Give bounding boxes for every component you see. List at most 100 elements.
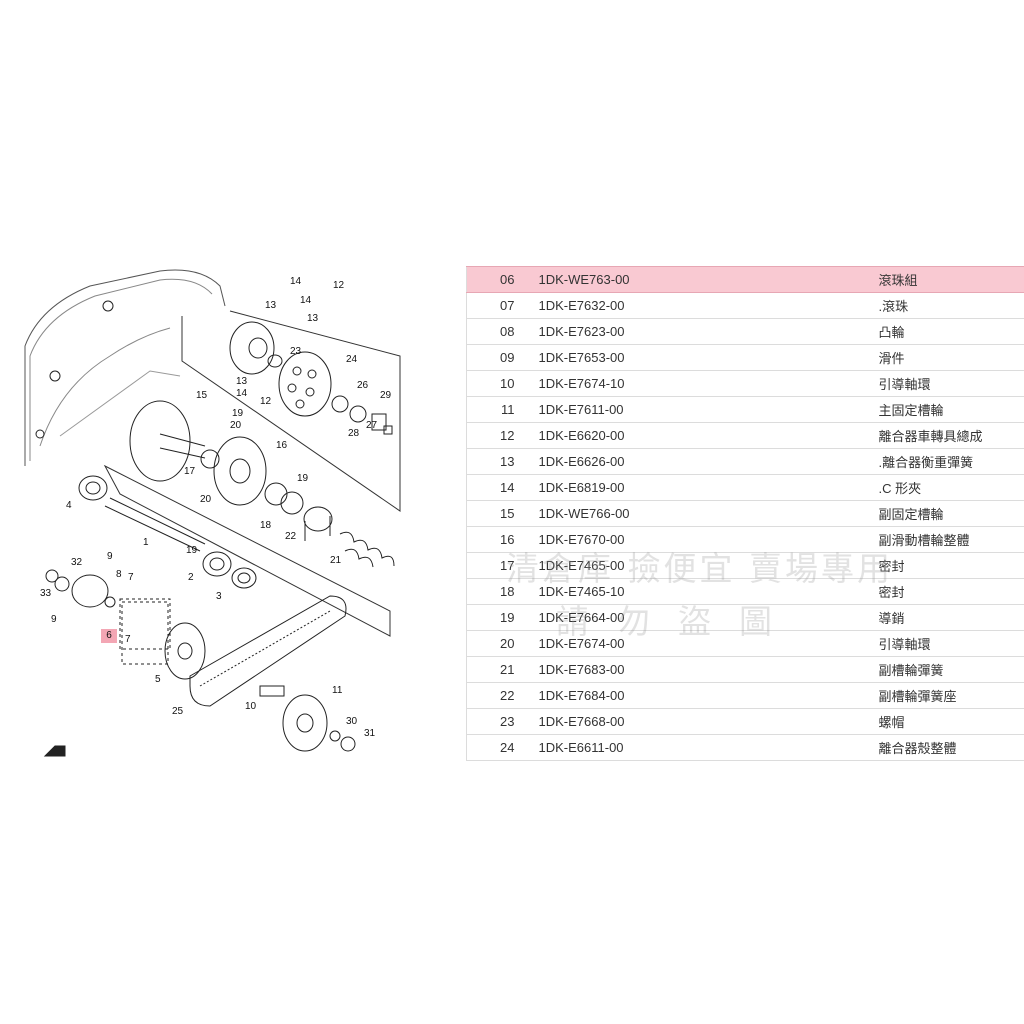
part-row-number: 23 — [466, 708, 527, 735]
part-row-number: 21 — [466, 656, 527, 683]
callout-number[interactable]: 7 — [125, 634, 131, 645]
part-number: 1DK-E6626-00 — [526, 448, 871, 475]
callout-number[interactable]: 19 — [186, 545, 198, 556]
callout-number[interactable]: 28 — [348, 428, 360, 439]
callout-number[interactable]: 33 — [40, 588, 52, 599]
part-number: 1DK-E7674-00 — [526, 630, 871, 657]
part-name: .滾珠 — [870, 292, 1024, 319]
callout-number[interactable]: 14 — [236, 388, 248, 399]
callout-number[interactable]: 20 — [230, 420, 242, 431]
callout-number[interactable]: 12 — [260, 396, 272, 407]
callout-number[interactable]: 13 — [265, 300, 277, 311]
callout-number[interactable]: 13 — [307, 313, 319, 324]
part-row-number: 06 — [466, 266, 527, 293]
part-row-number: 08 — [466, 318, 527, 345]
callout-number[interactable]: 9 — [107, 551, 113, 562]
part-row-number: 11 — [466, 396, 527, 423]
part-name: 副固定槽輪 — [870, 500, 1024, 527]
callout-number[interactable]: 14 — [290, 276, 302, 287]
callout-number[interactable]: 8 — [116, 569, 122, 580]
part-row-number: 18 — [466, 578, 527, 605]
part-number: 1DK-E7611-00 — [526, 396, 871, 423]
callout-number[interactable]: 23 — [290, 346, 302, 357]
part-number: 1DK-E7683-00 — [526, 656, 871, 683]
part-name: 引導軸環 — [870, 370, 1024, 397]
part-row-number: 24 — [466, 734, 527, 761]
part-name: 主固定槽輪 — [870, 396, 1024, 423]
callout-number[interactable]: 20 — [200, 494, 212, 505]
callout-number[interactable]: 17 — [184, 466, 196, 477]
callout-number[interactable]: 21 — [330, 555, 342, 566]
part-name: 引導軸環 — [870, 630, 1024, 657]
part-number: 1DK-E7664-00 — [526, 604, 871, 631]
part-row-number: 09 — [466, 344, 527, 371]
callout-number[interactable]: 18 — [260, 520, 272, 531]
callout-number[interactable]: 4 — [66, 500, 72, 511]
part-name: 密封 — [870, 578, 1024, 605]
callout-number[interactable]: 22 — [285, 531, 297, 542]
callout-number[interactable]: 19 — [297, 473, 309, 484]
part-number: 1DK-WE766-00 — [526, 500, 871, 527]
callout-number[interactable]: 32 — [71, 557, 83, 568]
callout-number[interactable]: 7 — [128, 572, 134, 583]
part-name: 副滑動槽輪整體 — [870, 526, 1024, 553]
callout-number[interactable]: 30 — [346, 716, 358, 727]
callout-number[interactable]: 3 — [216, 591, 222, 602]
part-name: 滑件 — [870, 344, 1024, 371]
selected-callout-6[interactable]: 6 — [101, 629, 117, 643]
part-name: 螺帽 — [870, 708, 1024, 735]
callout-number[interactable]: 13 — [236, 376, 248, 387]
part-row-number: 20 — [466, 630, 527, 657]
callout-number[interactable]: 9 — [51, 614, 57, 625]
callout-number[interactable]: 26 — [357, 380, 369, 391]
callout-number[interactable]: 12 — [333, 280, 345, 291]
callout-number[interactable]: 15 — [196, 390, 208, 401]
callout-number[interactable]: 14 — [300, 295, 312, 306]
part-name: 凸輪 — [870, 318, 1024, 345]
part-number: 1DK-E7465-00 — [526, 552, 871, 579]
callout-number[interactable]: 19 — [232, 408, 244, 419]
callout-number[interactable]: 5 — [155, 674, 161, 685]
callout-number[interactable]: 25 — [172, 706, 184, 717]
callout-number[interactable]: 29 — [380, 390, 392, 401]
part-row-number: 15 — [466, 500, 527, 527]
callout-number[interactable]: 2 — [188, 572, 194, 583]
part-number: 1DK-E7653-00 — [526, 344, 871, 371]
part-row-number: 19 — [466, 604, 527, 631]
part-row-number: 22 — [466, 682, 527, 709]
callout-number[interactable]: 31 — [364, 728, 376, 739]
part-number: 1DK-E7668-00 — [526, 708, 871, 735]
callout-number[interactable]: 16 — [276, 440, 288, 451]
part-row-number: 07 — [466, 292, 527, 319]
callout-number[interactable]: 1 — [143, 537, 149, 548]
callout-number[interactable]: 10 — [245, 701, 257, 712]
callout-number[interactable]: 27 — [366, 420, 378, 431]
callout-number[interactable]: 11 — [332, 685, 343, 696]
callout-number[interactable]: 24 — [346, 354, 358, 365]
part-name: 導銷 — [870, 604, 1024, 631]
part-number: 1DK-E6620-00 — [526, 422, 871, 449]
